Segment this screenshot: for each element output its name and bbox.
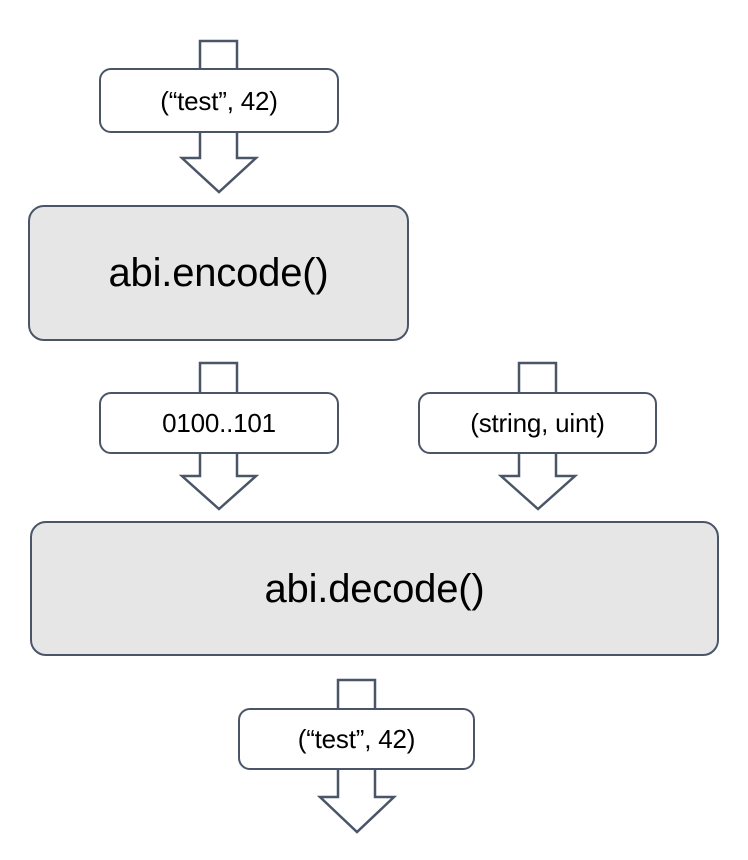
node-encoded-bytes-label: 0100..101 <box>162 408 276 438</box>
node-abi-decode-label: abi.decode() <box>264 566 485 611</box>
node-type-tuple: (string, uint) <box>418 392 657 454</box>
connector-entry-stem <box>198 39 239 69</box>
connector-types-to-decode <box>497 453 579 511</box>
connector-bytes-to-decode <box>178 453 260 511</box>
connector-encode-to-bytes-stem <box>198 361 239 393</box>
connector-decode-to-output-stem <box>336 678 377 709</box>
node-abi-encode: abi.encode() <box>28 205 409 341</box>
node-type-tuple-label: (string, uint) <box>470 408 605 438</box>
connector-output-exit <box>316 769 398 834</box>
node-output-tuple-label: (“test”, 42) <box>297 724 416 754</box>
node-abi-encode-label: abi.encode() <box>108 251 329 295</box>
node-output-tuple: (“test”, 42) <box>238 708 475 770</box>
node-input-tuple: (“test”, 42) <box>99 68 339 133</box>
connector-encode-to-types-stem <box>517 361 558 393</box>
node-abi-decode: abi.decode() <box>30 521 719 656</box>
connector-input-to-encode <box>178 132 260 194</box>
node-input-tuple-label: (“test”, 42) <box>160 85 278 116</box>
node-encoded-bytes: 0100..101 <box>99 392 339 454</box>
